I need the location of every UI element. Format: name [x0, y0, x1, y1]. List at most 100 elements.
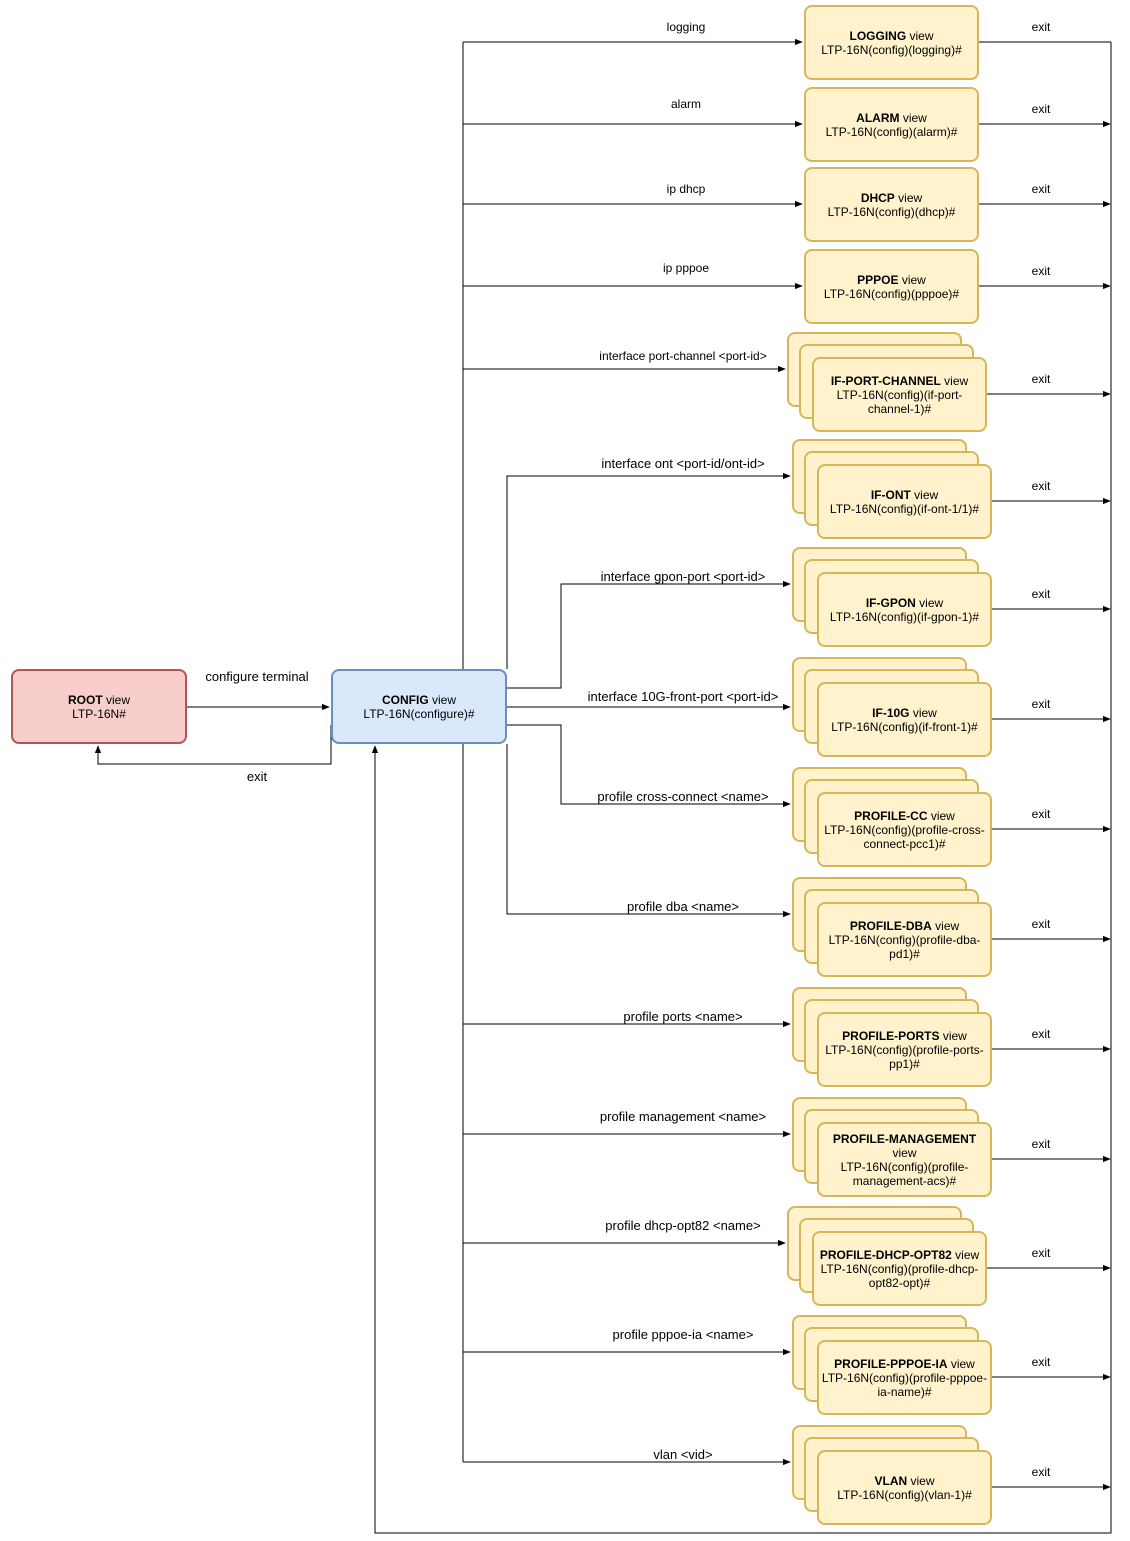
view-profile-pppoe-ia-box-suffix: view	[947, 1356, 975, 1371]
view-vlan-box-suffix: view	[907, 1473, 935, 1488]
view-if-port-channel-command-label: interface port-channel <port-id>	[599, 349, 767, 363]
view-profile-dhcp-opt82-box-name: PROFILE-DHCP-OPT82	[819, 1247, 952, 1262]
view-alarm-command-label: alarm	[670, 97, 702, 111]
view-if-gpon-box-name: IF-GPON	[865, 595, 916, 610]
view-if-ont-command-label: interface ont <port-id/ont-id>	[601, 456, 765, 471]
view-alarm-box-prompt: LTP-16N(config)(alarm)#	[825, 124, 958, 139]
view-profile-dba-command-edge	[506, 744, 791, 918]
view-if-gpon-command-label: interface gpon-port <port-id>	[600, 569, 766, 584]
root-view-box-title: ROOT view	[68, 693, 130, 707]
view-if-gpon-box-title: IF-GPON view	[866, 596, 943, 610]
exit-return-bus	[371, 42, 1112, 1534]
configure-terminal-label: configure terminal	[205, 669, 309, 684]
config-view-box-prompt: LTP-16N(configure)#	[363, 706, 475, 721]
root-view-box-suffix: view	[102, 692, 130, 707]
view-alarm-box-name: ALARM	[856, 110, 900, 125]
view-profile-management-box-name: PROFILE-MANAGEMENT	[832, 1131, 977, 1146]
view-if-10g-box-prompt: LTP-16N(config)(if-front-1)#	[831, 719, 978, 734]
view-if-gpon-exit-label: exit	[1031, 587, 1051, 601]
view-profile-cc-box-title: PROFILE-CC view	[854, 809, 955, 823]
view-profile-dba-command-label: profile dba <name>	[626, 899, 740, 914]
view-if-ont-box-prompt: LTP-16N(config)(if-ont-1/1)#	[829, 501, 980, 516]
view-profile-dhcp-opt82-exit-label: exit	[1031, 1246, 1051, 1260]
config-view-box-title: CONFIG view	[382, 693, 456, 707]
view-dhcp-box-name: DHCP	[860, 190, 895, 205]
view-if-port-channel-box-name: IF-PORT-CHANNEL	[830, 373, 941, 388]
view-profile-dhcp-opt82-box-prompt: LTP-16N(config)(profile-dhcp-opt82-opt)#	[820, 1261, 979, 1290]
view-if-10g-box-suffix: view	[909, 705, 937, 720]
view-logging-box-title: LOGGING view	[849, 29, 933, 43]
view-pppoe-exit-label: exit	[1031, 264, 1051, 278]
view-profile-dhcp-opt82-box-suffix: view	[951, 1247, 980, 1262]
view-profile-ports-box-suffix: view	[939, 1028, 967, 1043]
view-if-port-channel-box-suffix: view	[940, 373, 969, 388]
view-pppoe-box-suffix: view	[898, 272, 926, 287]
view-if-gpon-box-suffix: view	[915, 595, 944, 610]
view-if-gpon-box-prompt: LTP-16N(config)(if-gpon-1)#	[829, 609, 980, 624]
view-vlan-box-name: VLAN	[874, 1473, 908, 1488]
config-exit-edge	[94, 725, 332, 765]
view-if-10g-command-label: interface 10G-front-port <port-id>	[587, 689, 779, 704]
view-vlan-exit-label: exit	[1031, 1465, 1051, 1479]
view-profile-pppoe-ia-command-label: profile pppoe-ia <name>	[612, 1327, 754, 1342]
view-profile-ports-command-label: profile ports <name>	[623, 1009, 743, 1024]
view-dhcp-command-label: ip dhcp	[666, 182, 706, 196]
root-view-box-name: ROOT	[67, 692, 103, 707]
view-if-gpon-command-edge	[507, 580, 791, 689]
view-logging-box-prompt: LTP-16N(config)(logging)#	[821, 42, 962, 57]
view-profile-cc-box-suffix: view	[927, 808, 955, 823]
view-profile-dhcp-opt82-box-title: PROFILE-DHCP-OPT82 view	[820, 1248, 979, 1262]
view-profile-pppoe-ia-box-name: PROFILE-PPPOE-IA	[834, 1356, 948, 1371]
view-if-10g-exit-label: exit	[1031, 697, 1051, 711]
view-if-10g-box-title: IF-10G view	[872, 706, 937, 720]
view-profile-pppoe-ia-exit-label: exit	[1031, 1355, 1051, 1369]
view-logging-exit-label: exit	[1031, 20, 1051, 34]
view-if-ont-exit-label: exit	[1031, 479, 1051, 493]
view-profile-dba-box-title: PROFILE-DBA view	[850, 919, 959, 933]
view-profile-ports-box-title: PROFILE-PORTS view	[842, 1029, 967, 1043]
view-profile-cc-exit-label: exit	[1031, 807, 1051, 821]
view-profile-management-box-suffix: view	[892, 1145, 917, 1160]
view-pppoe-command-label: ip pppoe	[662, 261, 710, 275]
view-dhcp-box-title: DHCP view	[861, 191, 922, 205]
view-if-port-channel-exit-label: exit	[1031, 372, 1051, 386]
view-if-ont-command-edge	[506, 472, 791, 669]
view-alarm-box-title: ALARM view	[856, 111, 927, 125]
view-profile-management-command-label: profile management <name>	[599, 1109, 767, 1124]
config-view-box-name: CONFIG	[381, 692, 429, 707]
view-if-ont-box-name: IF-ONT	[870, 487, 911, 502]
view-profile-cc-command-label: profile cross-connect <name>	[597, 789, 769, 804]
view-logging-box-suffix: view	[906, 28, 934, 43]
view-logging-command-label: logging	[666, 20, 706, 34]
view-if-ont-box-title: IF-ONT view	[871, 488, 938, 502]
view-profile-ports-box-prompt: LTP-16N(config)(profile-ports-pp1)#	[825, 1042, 984, 1071]
view-profile-cc-command-edge	[507, 724, 791, 808]
view-profile-cc-box-name: PROFILE-CC	[854, 808, 928, 823]
view-vlan-command-label: vlan <vid>	[653, 1447, 713, 1462]
view-profile-dba-box-name: PROFILE-DBA	[849, 918, 932, 933]
root-view-box-prompt: LTP-16N#	[72, 706, 126, 721]
view-profile-ports-box-name: PROFILE-PORTS	[842, 1028, 940, 1043]
view-dhcp-box-prompt: LTP-16N(config)(dhcp)#	[827, 204, 956, 219]
view-if-port-channel-box-title: IF-PORT-CHANNEL view	[831, 374, 968, 388]
view-dhcp-box-suffix: view	[894, 190, 923, 205]
view-profile-management-box-title: PROFILE-MANAGEMENT view	[821, 1132, 988, 1160]
view-profile-dhcp-opt82-command-label: profile dhcp-opt82 <name>	[605, 1218, 761, 1233]
view-if-10g-box-name: IF-10G	[872, 705, 910, 720]
